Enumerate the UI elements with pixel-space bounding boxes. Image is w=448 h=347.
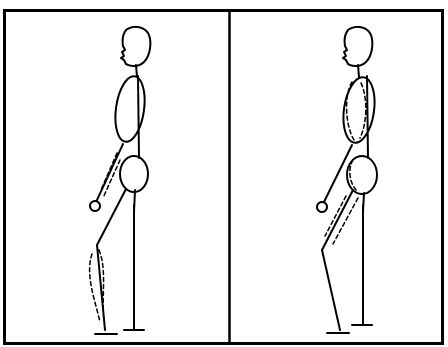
left-spine <box>138 76 139 158</box>
right-neck <box>358 65 359 77</box>
left-neck <box>136 65 137 77</box>
right-spine <box>367 76 368 158</box>
